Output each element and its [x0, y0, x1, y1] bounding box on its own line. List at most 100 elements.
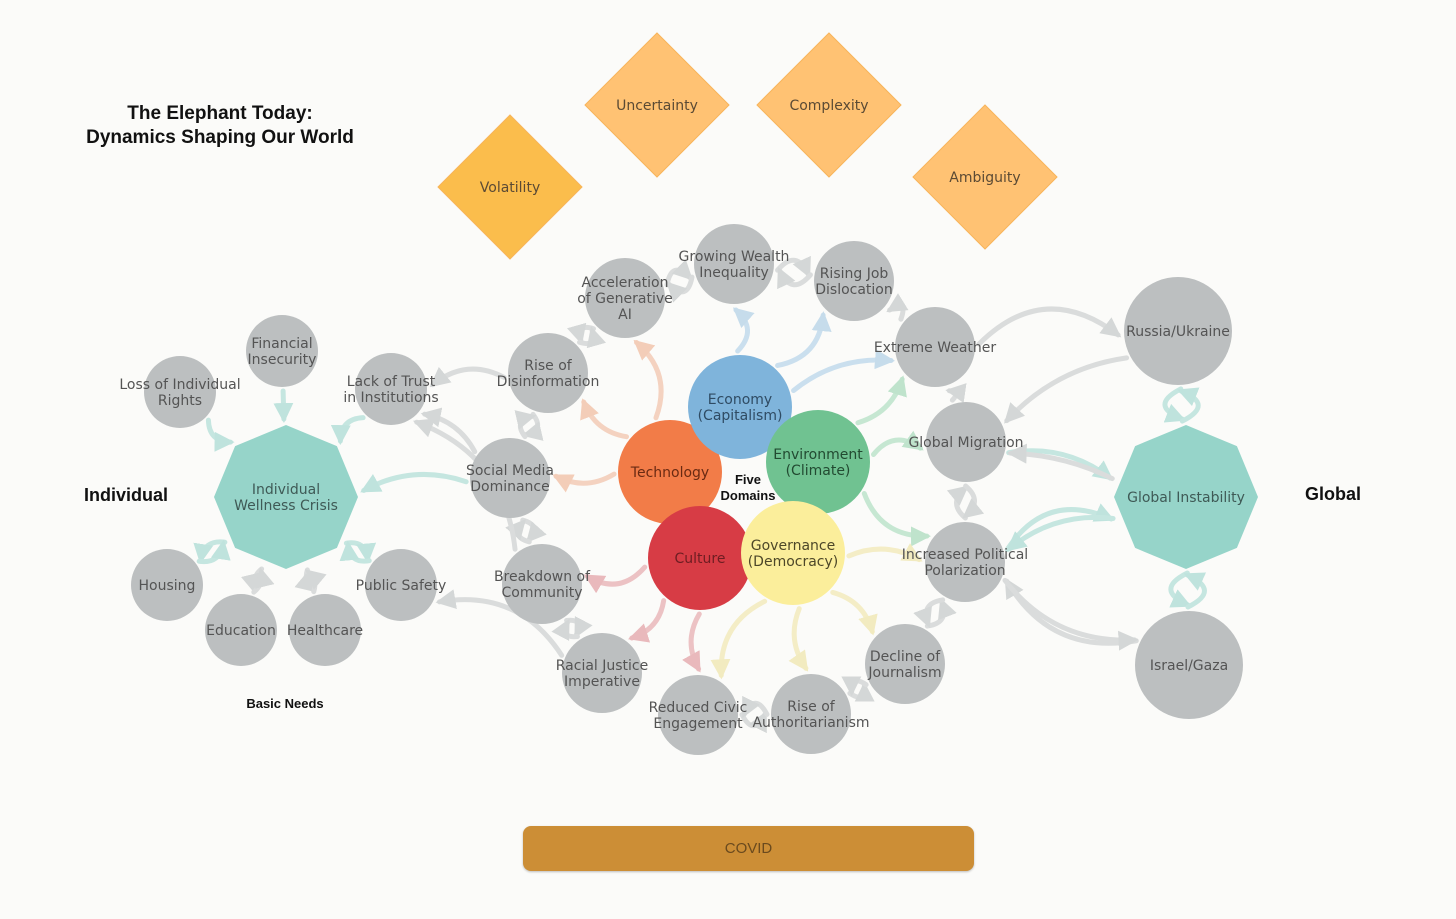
node-education-label: Education	[206, 623, 276, 639]
arrow-environment-to-polarization	[861, 490, 931, 547]
arrow-polarization-to-israel	[1002, 577, 1139, 651]
node-housing: Housing	[131, 549, 203, 621]
domain-culture-circle	[648, 506, 752, 610]
individual-label: Individual	[84, 485, 169, 505]
diamond-complexity-label: Complexity	[789, 98, 868, 114]
arrow-job-to-wealth	[777, 266, 813, 290]
diamond-volatility-shape	[437, 114, 583, 260]
node-authoritarian-circle	[771, 674, 851, 754]
arrow-lack_trust-to-wellness	[330, 415, 366, 446]
node-journalism-circle	[865, 624, 945, 704]
arrow-governance-to-civic	[710, 598, 768, 680]
arrow-healthcare-to-wellness	[304, 569, 327, 595]
diamond-ambiguity-label: Ambiguity	[949, 170, 1020, 186]
arrow-polarization-to-journalism	[913, 597, 946, 629]
arrow-journalism-to-authoritarian	[841, 676, 869, 697]
domain-economy-circle	[688, 355, 792, 459]
arrow-governance-to-polarization	[846, 543, 923, 563]
arrow-genai-to-wealth	[664, 259, 693, 288]
node-racial-circle	[562, 633, 642, 713]
domain-technology-circle	[618, 420, 722, 524]
hub-instability: Global Instability	[1114, 425, 1258, 569]
connector-arrows	[193, 255, 1207, 734]
node-migration-label: Global Migration	[908, 435, 1023, 451]
node-breakdown-circle	[502, 544, 582, 624]
basic-needs-label: Basic Needs	[246, 696, 324, 711]
diamond-uncertainty-shape	[584, 32, 730, 178]
arrow-breakdown-to-social_media	[505, 519, 532, 545]
domain-technology: Technology	[618, 420, 722, 524]
node-russia-label: Russia/Ukraine	[1126, 324, 1230, 340]
domain-culture: Culture	[648, 506, 752, 610]
node-housing-circle	[131, 549, 203, 621]
node-migration: Global Migration	[908, 402, 1024, 482]
hub-instability-label: Global Instability	[1127, 490, 1245, 506]
domain-economy: Economy(Capitalism)	[688, 355, 792, 459]
node-public_safety-circle	[365, 549, 437, 621]
hub-wellness-octagon	[214, 425, 358, 569]
domain-economy-label: Economy(Capitalism)	[698, 392, 783, 424]
title-line-1: The Elephant Today:	[127, 103, 313, 124]
arrow-governance-to-journalism	[830, 589, 878, 636]
diamond-complexity-shape	[756, 32, 902, 178]
node-wealth-circle	[694, 224, 774, 304]
domain-environment-circle	[766, 410, 870, 514]
arrow-social_media-to-wellness	[360, 472, 469, 493]
node-russia-circle	[1124, 277, 1232, 385]
diamond-complexity: Complexity	[756, 32, 902, 178]
node-public_safety: Public Safety	[356, 549, 446, 621]
arrow-israel-to-instability	[1183, 572, 1207, 610]
arrow-social_media-to-lack_trust	[420, 407, 478, 455]
arrow-weather-to-russia	[976, 306, 1122, 347]
title-line-2: Dynamics Shaping Our World	[86, 127, 354, 148]
node-healthcare: Healthcare	[287, 594, 363, 666]
node-loss_rights-circle	[144, 356, 216, 428]
arrow-weather-to-job	[886, 293, 909, 322]
diamond-uncertainty: Uncertainty	[584, 32, 730, 178]
arrow-instability-to-russia	[1177, 387, 1201, 424]
node-healthcare-circle	[289, 594, 361, 666]
arrow-education-to-wellness	[251, 566, 275, 595]
arrow-racial-to-breakdown	[551, 618, 580, 641]
node-israel: Israel/Gaza	[1135, 611, 1243, 719]
arrow-russia-to-instability	[1162, 386, 1186, 423]
arrow-housing-to-wellness	[196, 539, 231, 565]
node-genai-circle	[585, 258, 665, 338]
domain-governance-label: Governance(Democracy)	[748, 538, 839, 570]
node-weather: Extreme Weather	[874, 307, 996, 387]
arrow-technology-to-social_media	[552, 471, 617, 493]
arrow-governance-to-authoritarian	[788, 606, 809, 672]
five-domains-label: Five Domains	[720, 472, 776, 503]
hub-instability-octagon	[1114, 425, 1258, 569]
arrow-wealth-to-genai	[666, 274, 695, 303]
domain-governance: Governance(Democracy)	[741, 501, 845, 605]
arrow-economy-to-wealth	[732, 307, 755, 354]
arrow-disinfo-to-lack_trust	[429, 366, 507, 388]
diagram-title: The Elephant Today: Dynamics Shaping Our…	[60, 102, 380, 150]
arrow-authoritarian-to-civic	[741, 695, 770, 719]
node-education-circle	[205, 594, 277, 666]
arrow-economy-to-weather	[791, 349, 896, 394]
node-israel-circle	[1135, 611, 1243, 719]
arrow-instability-to-polarization	[1006, 514, 1116, 552]
domain-governance-circle	[741, 501, 845, 605]
node-polarization-circle	[925, 522, 1005, 602]
arrow-migration-to-polarization	[962, 483, 985, 519]
